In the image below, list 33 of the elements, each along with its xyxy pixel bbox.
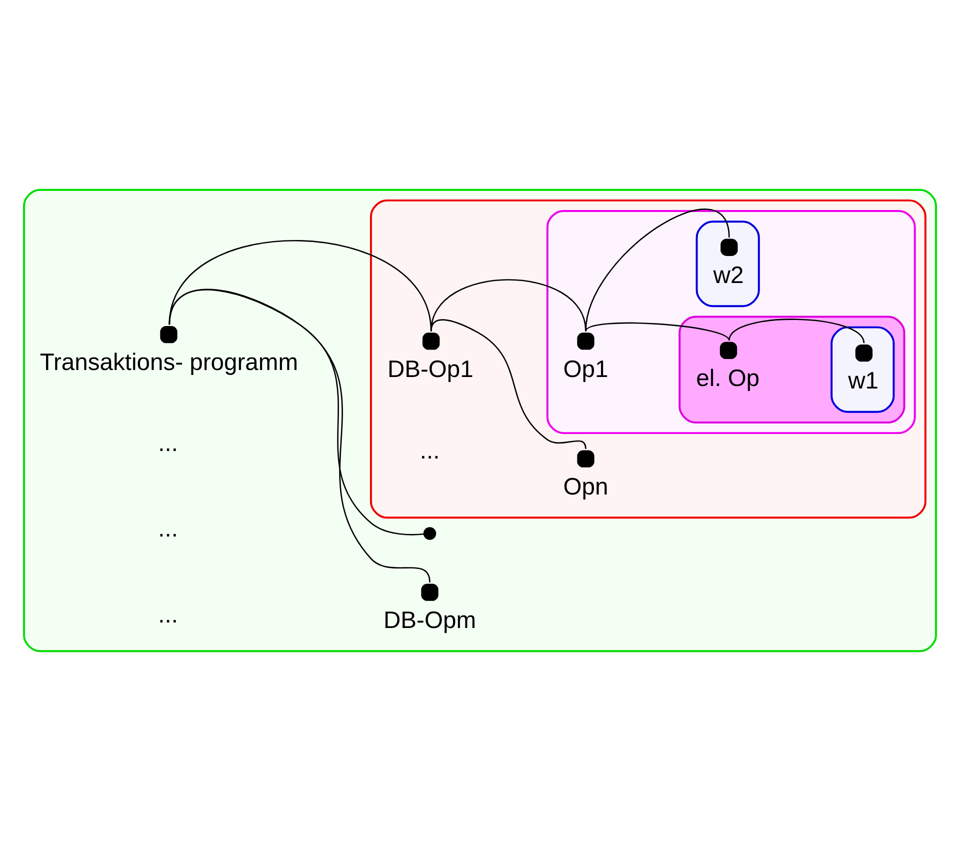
node-label: w1 — [848, 368, 879, 395]
label: ... — [158, 516, 178, 543]
connector — [585, 208, 730, 332]
node-circle — [421, 584, 438, 601]
node-label: DB-Op1 — [387, 356, 474, 383]
connector — [430, 279, 586, 332]
cluster — [23, 188, 937, 652]
node-label: Opn — [563, 473, 608, 500]
cluster — [370, 199, 926, 519]
node-label: DB-Opm — [384, 606, 476, 634]
cluster — [696, 220, 760, 308]
label: ... — [158, 430, 178, 457]
node-circle — [720, 238, 738, 256]
connector — [168, 289, 424, 536]
cluster — [830, 326, 895, 413]
node-label: w2 — [713, 262, 744, 289]
cluster — [678, 316, 906, 424]
node-circle — [855, 344, 873, 362]
node-label: el. Op — [696, 365, 760, 392]
node-circle — [160, 326, 178, 344]
connector — [585, 322, 730, 341]
connector — [728, 318, 865, 344]
node-circle — [423, 527, 436, 540]
node-circle — [422, 332, 440, 350]
node-label: Transaktions- programm — [40, 349, 298, 376]
node-circle — [577, 332, 594, 350]
node-label: Op1 — [563, 356, 608, 383]
cluster — [546, 210, 916, 434]
label: ... — [158, 602, 178, 629]
node-circle — [720, 342, 738, 360]
label: ... — [420, 438, 440, 465]
connector — [168, 288, 430, 582]
node-circle — [577, 450, 594, 468]
